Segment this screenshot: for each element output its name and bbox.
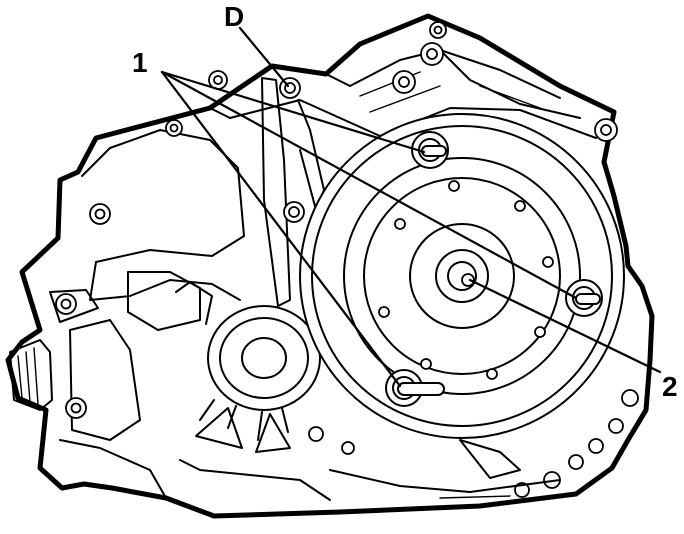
callout-label-2: 2 bbox=[662, 371, 678, 402]
input-boss bbox=[195, 305, 321, 453]
callout-label-d: D bbox=[224, 1, 244, 32]
rim-holes bbox=[308, 389, 639, 498]
lower-bell-detail bbox=[329, 439, 561, 499]
output-shaft-stub bbox=[9, 339, 53, 411]
clutch-housing bbox=[299, 113, 625, 439]
callout-label-1: 1 bbox=[132, 47, 148, 78]
dowel-pin-right bbox=[565, 279, 603, 317]
housing-bolts bbox=[55, 21, 618, 419]
leader-lines bbox=[160, 26, 662, 388]
left-body-detail bbox=[49, 129, 331, 501]
flywheel-holes bbox=[378, 180, 554, 380]
